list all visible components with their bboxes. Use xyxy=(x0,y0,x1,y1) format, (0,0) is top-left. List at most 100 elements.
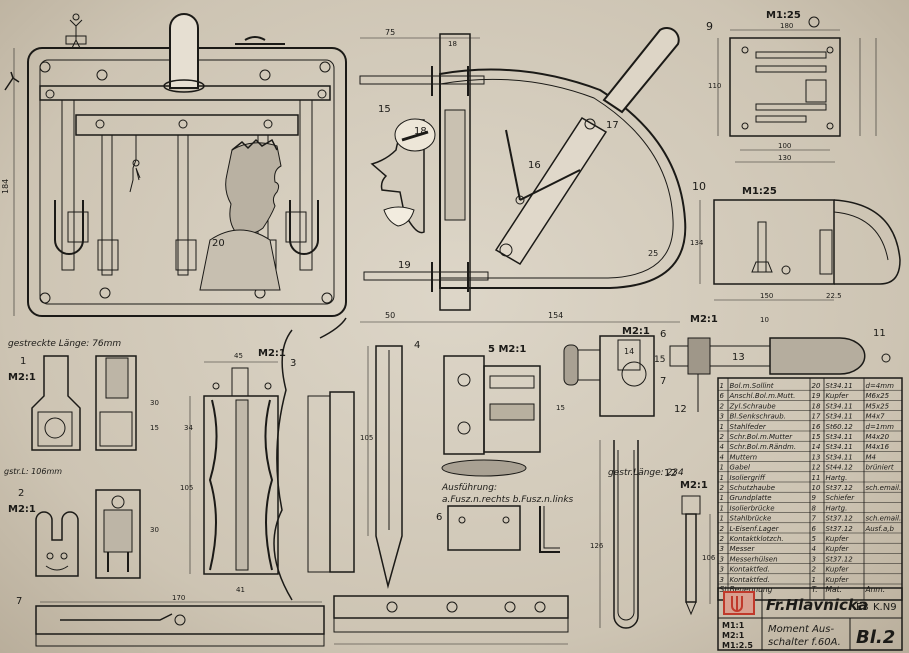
parts-cell: St34.11 xyxy=(826,382,853,390)
dim-180: 180 xyxy=(780,22,793,30)
parts-cell: 13 xyxy=(812,453,821,461)
parts-cell: 5 xyxy=(812,535,817,543)
label-3: 3 xyxy=(290,358,296,369)
parts-cell: 2 xyxy=(720,535,725,543)
parts-cell: Ausf.a,b xyxy=(865,525,895,533)
parts-cell: 1 xyxy=(720,464,724,472)
parts-header-cell: Benennung xyxy=(730,585,773,594)
parts-cell: 8 xyxy=(812,504,817,512)
parts-cell: Kupfer xyxy=(826,566,850,574)
parts-cell: 2 xyxy=(720,402,725,410)
parts-cell: Kupfer xyxy=(826,392,850,400)
dim-45: 45 xyxy=(234,352,243,360)
parts-cell: Schiefer xyxy=(826,494,856,502)
parts-cell: 1 xyxy=(720,382,724,390)
parts-cell: Bol.m.Sollint xyxy=(730,382,774,390)
parts-cell: 4 xyxy=(720,443,724,451)
parts-header-cell: St. xyxy=(720,585,730,594)
label-6: 6 xyxy=(660,329,666,340)
part-10-view: 10 M1:25 150 134 22.5 xyxy=(690,180,901,301)
parts-cell: 6 xyxy=(812,525,817,533)
dim-105-b: 105 xyxy=(360,434,373,442)
parts-cell: 14 xyxy=(812,443,821,451)
label-20: 20 xyxy=(212,238,225,249)
label-16: 16 xyxy=(528,160,541,171)
dim-18: 18 xyxy=(448,40,457,48)
parts-cell: St60.12 xyxy=(826,423,854,431)
parts-cell: 1 xyxy=(720,515,724,523)
parts-cell: Hartg. xyxy=(826,504,848,512)
parts-cell: St34.11 xyxy=(826,433,853,441)
scale-m2-1-a: M2:1 xyxy=(622,326,650,337)
parts-cell: d=4mm xyxy=(866,382,895,390)
parts-cell: Schr.Bol.m.Mutter xyxy=(730,433,794,441)
parts-cell: 1 xyxy=(720,474,724,482)
parts-cell: 16 xyxy=(812,423,821,431)
parts-cell: d=1mm xyxy=(866,423,895,431)
label-14: 14 xyxy=(624,347,634,356)
parts-cell: Kupfer xyxy=(826,545,850,553)
parts-cell: Gabel xyxy=(730,464,750,472)
scale-1: M1:1 xyxy=(722,621,745,630)
gestreckte-length: gestreckte Länge: 76mm xyxy=(8,339,121,349)
parts-cell: 1 xyxy=(720,494,724,502)
parts-cell: Zyl.Schraube xyxy=(729,402,776,410)
label-11: 11 xyxy=(873,328,886,339)
parts-cell: 19 xyxy=(812,392,821,400)
dim-25: 25 xyxy=(648,249,658,258)
dim-100: 100 xyxy=(778,142,791,150)
parts-cell: 3 xyxy=(720,413,724,421)
parts-cell: Kontaktfed. xyxy=(730,566,770,574)
parts-cell: M6x25 xyxy=(866,392,890,400)
title-line-1: Moment Aus- xyxy=(768,624,834,635)
parts-cell: Grundplatte xyxy=(730,494,772,502)
dim-10: 10 xyxy=(760,316,769,324)
dim-134: 134 xyxy=(690,239,704,247)
parts-cell: M4 xyxy=(866,453,877,461)
parts-header-cell: Mat. xyxy=(826,585,842,594)
ausfuhrung-title: Ausführung: xyxy=(441,483,497,493)
scale-m2-1-g: M2:1 xyxy=(680,480,708,491)
parts-cell: 2 xyxy=(720,484,725,492)
part-6-view: Ausführung: a.Fusz.n.rechts b.Fusz.n.lin… xyxy=(436,483,574,553)
dim-150: 150 xyxy=(760,292,773,300)
label-12: 12 xyxy=(674,404,687,415)
parts-cell: 4 xyxy=(812,545,816,553)
parts-6-7-views: M2:1 6 7 14 15 xyxy=(563,326,666,417)
scale-3: M1:2.5 xyxy=(722,641,753,650)
parts-cell: Muttern xyxy=(730,453,758,461)
part-5-view: 5 M2:1 15 xyxy=(441,344,565,477)
parts-1-2-views: gestreckte Länge: 76mm 1 M2:1 30 15 gstr… xyxy=(4,339,159,579)
dim-41: 41 xyxy=(236,586,245,594)
parts-cell: St34.11 xyxy=(826,402,853,410)
dim-75: 75 xyxy=(385,28,395,37)
parts-cell: 2 xyxy=(720,433,725,441)
parts-cell: 15 xyxy=(812,433,821,441)
title-block: Fr.Hlavnicka E3 K.N9 M1:1 M2:1 M1:2.5 Mo… xyxy=(717,587,903,651)
dim-15-b: 15 xyxy=(556,404,565,412)
drawing-number: K.N9 xyxy=(873,602,897,613)
parts-cell: 3 xyxy=(812,555,816,563)
parts-cell: Messer xyxy=(730,545,756,553)
scale-m2-1-b: M2:1 xyxy=(690,314,718,325)
label-7b: 7 xyxy=(16,596,22,607)
parts-cell: M5x25 xyxy=(866,402,890,410)
dim-110: 110 xyxy=(708,82,721,90)
handle-assembly-view: M2:1 11 13 12 10 xyxy=(669,314,891,415)
parts-cell: sch.email. xyxy=(866,484,902,492)
parts-cell: Isolierbrücke xyxy=(730,504,775,512)
dim-130: 130 xyxy=(778,154,791,162)
dim-105-a: 105 xyxy=(180,484,193,492)
scale-m2-1-c: M2:1 xyxy=(8,372,36,383)
parts-cell: M4x16 xyxy=(866,443,890,451)
